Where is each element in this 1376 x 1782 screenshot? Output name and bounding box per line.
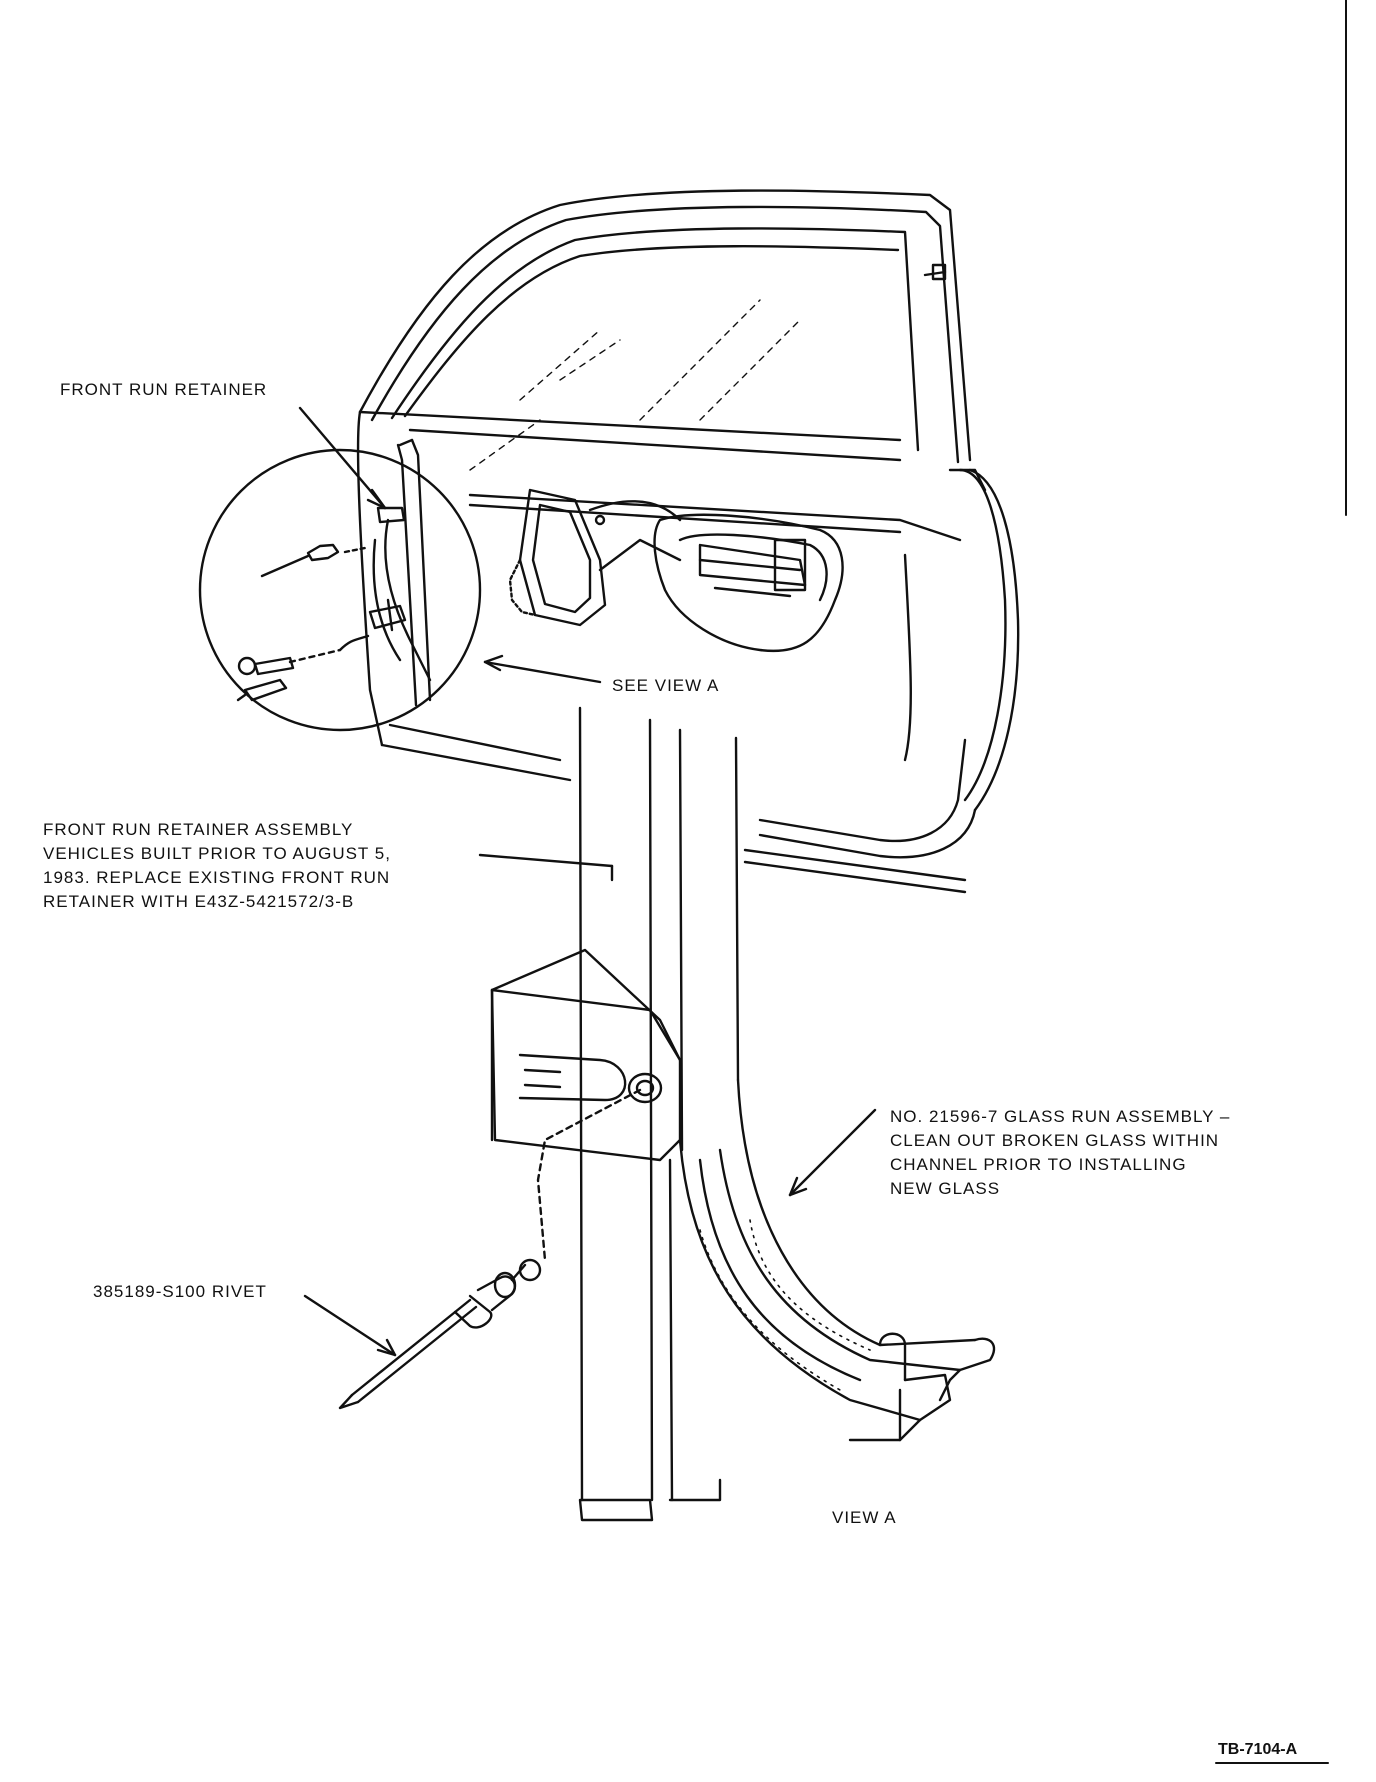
view-a-channel bbox=[578, 706, 740, 1522]
detail-circle bbox=[198, 438, 482, 732]
page-border-right bbox=[1215, 0, 1347, 1764]
window-glass bbox=[469, 299, 801, 471]
label-glass-run-assembly: NO. 21596-7 GLASS RUN ASSEMBLY – CLEAN O… bbox=[890, 1107, 1231, 1198]
rivet-drawing bbox=[338, 1258, 542, 1410]
figure-reference: TB-7104-A bbox=[1218, 1741, 1298, 1758]
door-window-frame bbox=[358, 189, 972, 464]
leader-lines bbox=[298, 406, 877, 1357]
label-rivet: 385189-S100 RIVET bbox=[93, 1282, 267, 1301]
glass-run-assembly bbox=[678, 1078, 996, 1442]
label-front-run-retainer: FRONT RUN RETAINER bbox=[60, 380, 268, 399]
door-body bbox=[356, 410, 1020, 894]
view-a-bracket bbox=[490, 948, 682, 1162]
label-see-view-a: SEE VIEW A bbox=[612, 676, 720, 695]
label-view-a: VIEW A bbox=[832, 1508, 897, 1527]
window-regulator bbox=[508, 488, 682, 627]
label-front-run-retainer-assembly: FRONT RUN RETAINER ASSEMBLY VEHICLES BUI… bbox=[43, 820, 391, 911]
door-handle-opening bbox=[653, 513, 844, 653]
